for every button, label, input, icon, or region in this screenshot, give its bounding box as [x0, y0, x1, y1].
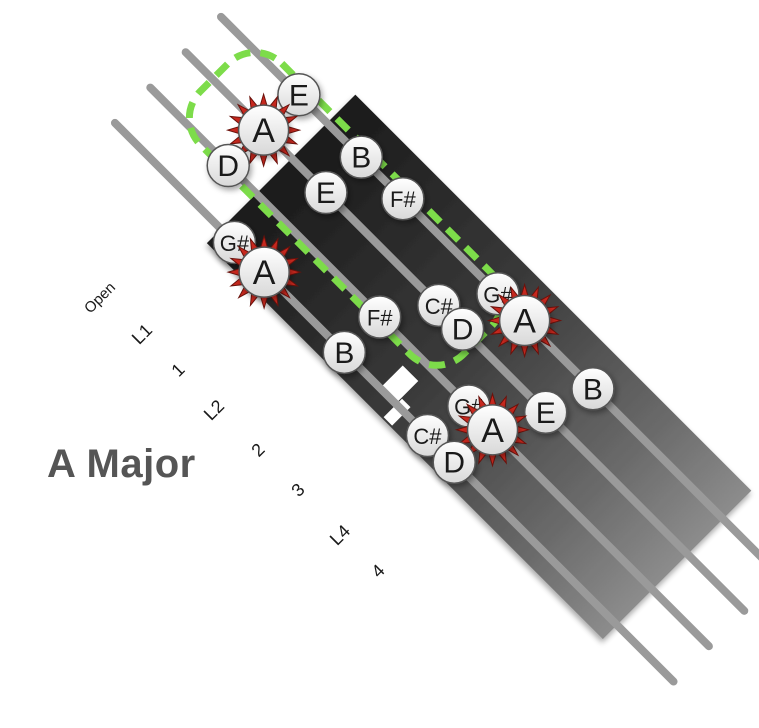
note-label: E	[536, 397, 556, 430]
note-circle	[238, 246, 290, 298]
note-marker: F#	[381, 176, 425, 221]
position-label: 2	[247, 439, 268, 460]
note-label: C#	[413, 424, 442, 449]
note-circle	[440, 307, 485, 351]
note-circle	[206, 143, 250, 188]
note-label: B	[583, 373, 603, 406]
note-circle	[405, 413, 450, 458]
note-label: E	[289, 79, 309, 112]
note-circle	[304, 170, 348, 215]
note-label: E	[316, 177, 336, 210]
fingerboard	[206, 94, 752, 640]
note-label: A	[253, 254, 276, 292]
root-note-marker: A	[226, 234, 302, 310]
note-label: F#	[367, 305, 393, 330]
note-marker: D	[206, 143, 250, 188]
position-label: L2	[200, 396, 228, 424]
note-marker: D	[432, 440, 476, 484]
note-label: B	[351, 142, 371, 175]
note-marker: D	[440, 307, 485, 351]
position-label: 3	[287, 479, 308, 500]
note-circle	[498, 294, 551, 347]
note-label: D	[452, 314, 474, 347]
position-label: 4	[367, 560, 388, 581]
note-marker: B	[339, 135, 384, 179]
position-label: L1	[128, 320, 156, 348]
note-marker: E	[304, 170, 348, 215]
string-1	[110, 118, 678, 686]
note-circle	[466, 404, 519, 456]
finger-marker-band	[383, 398, 411, 426]
note-circle	[571, 367, 615, 411]
note-marker: E	[523, 390, 568, 435]
note-label: F#	[390, 187, 416, 212]
note-marker: B	[571, 367, 615, 411]
note-marker: F#	[357, 295, 402, 339]
note-label: A	[513, 302, 536, 340]
note-label: D	[443, 447, 465, 480]
root-note-marker: A	[454, 392, 531, 468]
note-circle	[237, 104, 290, 156]
position-label: 1	[167, 359, 188, 380]
note-circle	[339, 135, 384, 179]
note-circle	[381, 176, 425, 221]
note-circle	[322, 330, 367, 375]
root-note-marker: A	[225, 92, 302, 168]
position-label: L4	[326, 521, 354, 549]
note-circle	[357, 295, 402, 339]
note-marker: B	[322, 330, 367, 375]
root-note-marker: A	[486, 282, 563, 359]
note-marker: C#	[405, 413, 450, 458]
note-label: B	[334, 337, 354, 370]
note-circle	[432, 440, 476, 484]
note-circle	[523, 390, 568, 435]
note-label: A	[481, 412, 504, 450]
note-label: D	[217, 150, 239, 183]
position-label: Open	[81, 279, 119, 317]
note-label: A	[252, 112, 275, 150]
scale-title: A Major	[47, 442, 196, 486]
